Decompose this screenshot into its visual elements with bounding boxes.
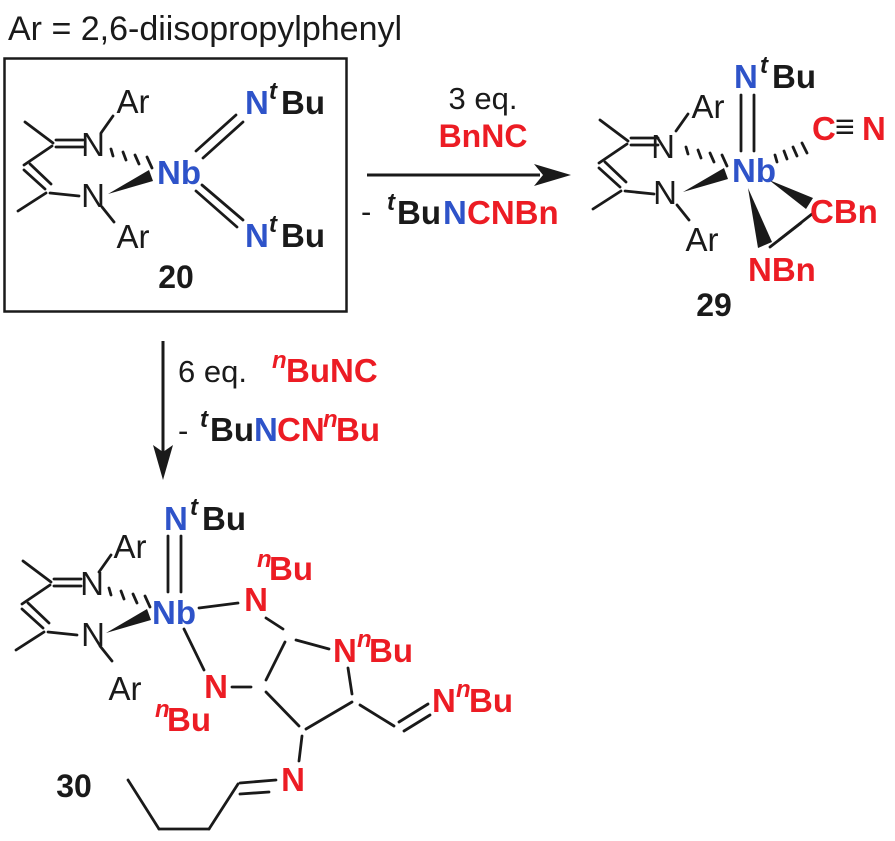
ring-nnbu-30: NnBu xyxy=(333,626,413,669)
wedge-bond-cbn-29 xyxy=(769,180,813,209)
amide-n-upper-30: N xyxy=(244,581,268,618)
imine-n-bottom-30: N xyxy=(281,761,305,798)
butylidene-imine-bonds-30 xyxy=(126,734,304,831)
wedge-bond-20 xyxy=(108,170,153,194)
hash-bond-29 xyxy=(684,145,729,168)
byproduct-down: -tBuNCNnBu xyxy=(178,406,380,448)
nacnac-bonds-20 xyxy=(16,114,116,224)
nacnac-bonds-30 xyxy=(14,553,114,663)
isocyanide-hash-wedge-29 xyxy=(773,141,809,164)
imido-bond-30 xyxy=(166,534,183,594)
reagent-right: BnNC xyxy=(439,118,528,154)
nb-label-20: Nb xyxy=(157,154,201,191)
ar-top-20: Ar xyxy=(117,83,150,120)
iminoacyl-cbn-29: CBn xyxy=(810,193,878,230)
nacnac-n-top-20: N xyxy=(81,126,105,163)
ar-bottom-20: Ar xyxy=(117,218,150,255)
imido-bonds-20 xyxy=(194,113,245,229)
isocyanide-cn-29: C≡N xyxy=(812,108,886,147)
compound-20-box xyxy=(3,57,348,313)
nbu-upper-30: nBu xyxy=(257,546,313,587)
nbu-lower-30: nBu xyxy=(155,696,211,738)
imido-bond-29 xyxy=(739,93,756,153)
equivalents-right: 3 eq. xyxy=(449,81,518,116)
compound-number-30: 30 xyxy=(56,768,92,804)
hash-bond-20 xyxy=(109,147,154,170)
byproduct-right: -tBuNCNBn xyxy=(361,189,559,231)
iminoacyl-double-bond-29 xyxy=(768,212,814,249)
arrow-right-head xyxy=(534,164,571,186)
nacnac-n-top-29: N xyxy=(651,128,675,165)
nacnac-n-bottom-29: N xyxy=(653,174,677,211)
ring-bonds-30 xyxy=(182,601,354,731)
wedge-bond-30 xyxy=(106,609,151,633)
nacnac-bonds-29 xyxy=(591,112,691,222)
ar-top-30: Ar xyxy=(114,528,147,565)
nb-label-29: Nb xyxy=(732,152,776,189)
arrow-down-head xyxy=(153,445,173,480)
amide-n-lower-30: N xyxy=(204,668,228,705)
nb-label-30: Nb xyxy=(152,594,196,631)
reaction-arrow-right: 3 eq. BnNC -tBuNCNBn xyxy=(361,81,571,231)
nacnac-n-bottom-30: N xyxy=(81,616,105,653)
compound-number-20: 20 xyxy=(158,259,194,295)
iminoacyl-nbn-29: NBn xyxy=(748,251,816,288)
ar-top-29: Ar xyxy=(692,88,725,125)
nacnac-n-top-30: N xyxy=(80,565,104,602)
reaction-arrow-down: 6 eq.nBuNC -tBuNCNnBu xyxy=(153,341,380,480)
wedge-bond-nbn-29 xyxy=(748,188,772,248)
ar-definition: Ar = 2,6-diisopropylphenyl xyxy=(8,10,402,48)
imine-nnbu-right-30: NnBu xyxy=(432,676,513,719)
ar-bottom-29: Ar xyxy=(686,221,719,258)
imine-right-bonds-30 xyxy=(358,702,432,733)
reagent-down: 6 eq.nBuNC xyxy=(178,347,378,389)
wedge-bond-29 xyxy=(683,168,728,192)
nacnac-n-bottom-20: N xyxy=(81,177,105,214)
hash-bond-30 xyxy=(107,586,152,609)
compound-number-29: 29 xyxy=(696,287,732,323)
ar-bottom-30: Ar xyxy=(109,670,142,707)
